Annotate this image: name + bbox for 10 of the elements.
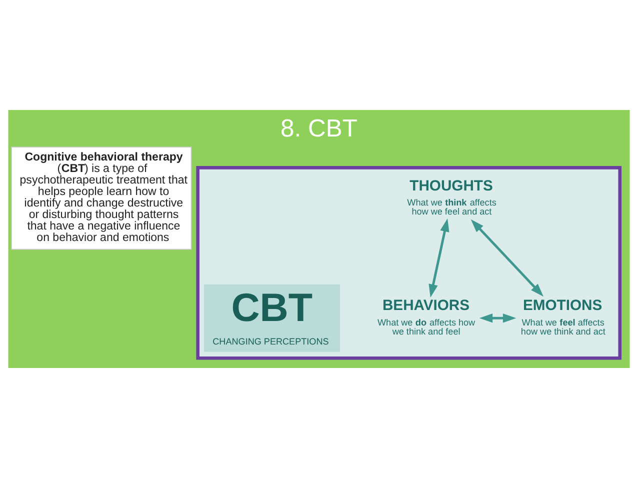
arrow bbox=[428, 218, 450, 298]
node-text: EMOTIONS What we feel affects how we think and act bbox=[520, 298, 606, 336]
cluster bbox=[196, 166, 622, 360]
arrow bbox=[479, 314, 516, 323]
arrow bbox=[470, 219, 544, 297]
node-box: CBT CHANGING PERCEPTIONS bbox=[204, 284, 340, 352]
node-text: BEHAVIORS What we do affects how we think and feel bbox=[378, 298, 476, 336]
node-box: Cognitive behavioral therapy (CBT) is a type of psychotherapeutic treatment that helps people learn how to identify and change destructive or disturbing thought patterns that have a negative influence on behavior and emotions bbox=[11, 146, 192, 250]
node-text: THOUGHTS What we think affects how we feel and act bbox=[407, 178, 496, 217]
diagram-title: 8. CBT bbox=[280, 115, 358, 142]
